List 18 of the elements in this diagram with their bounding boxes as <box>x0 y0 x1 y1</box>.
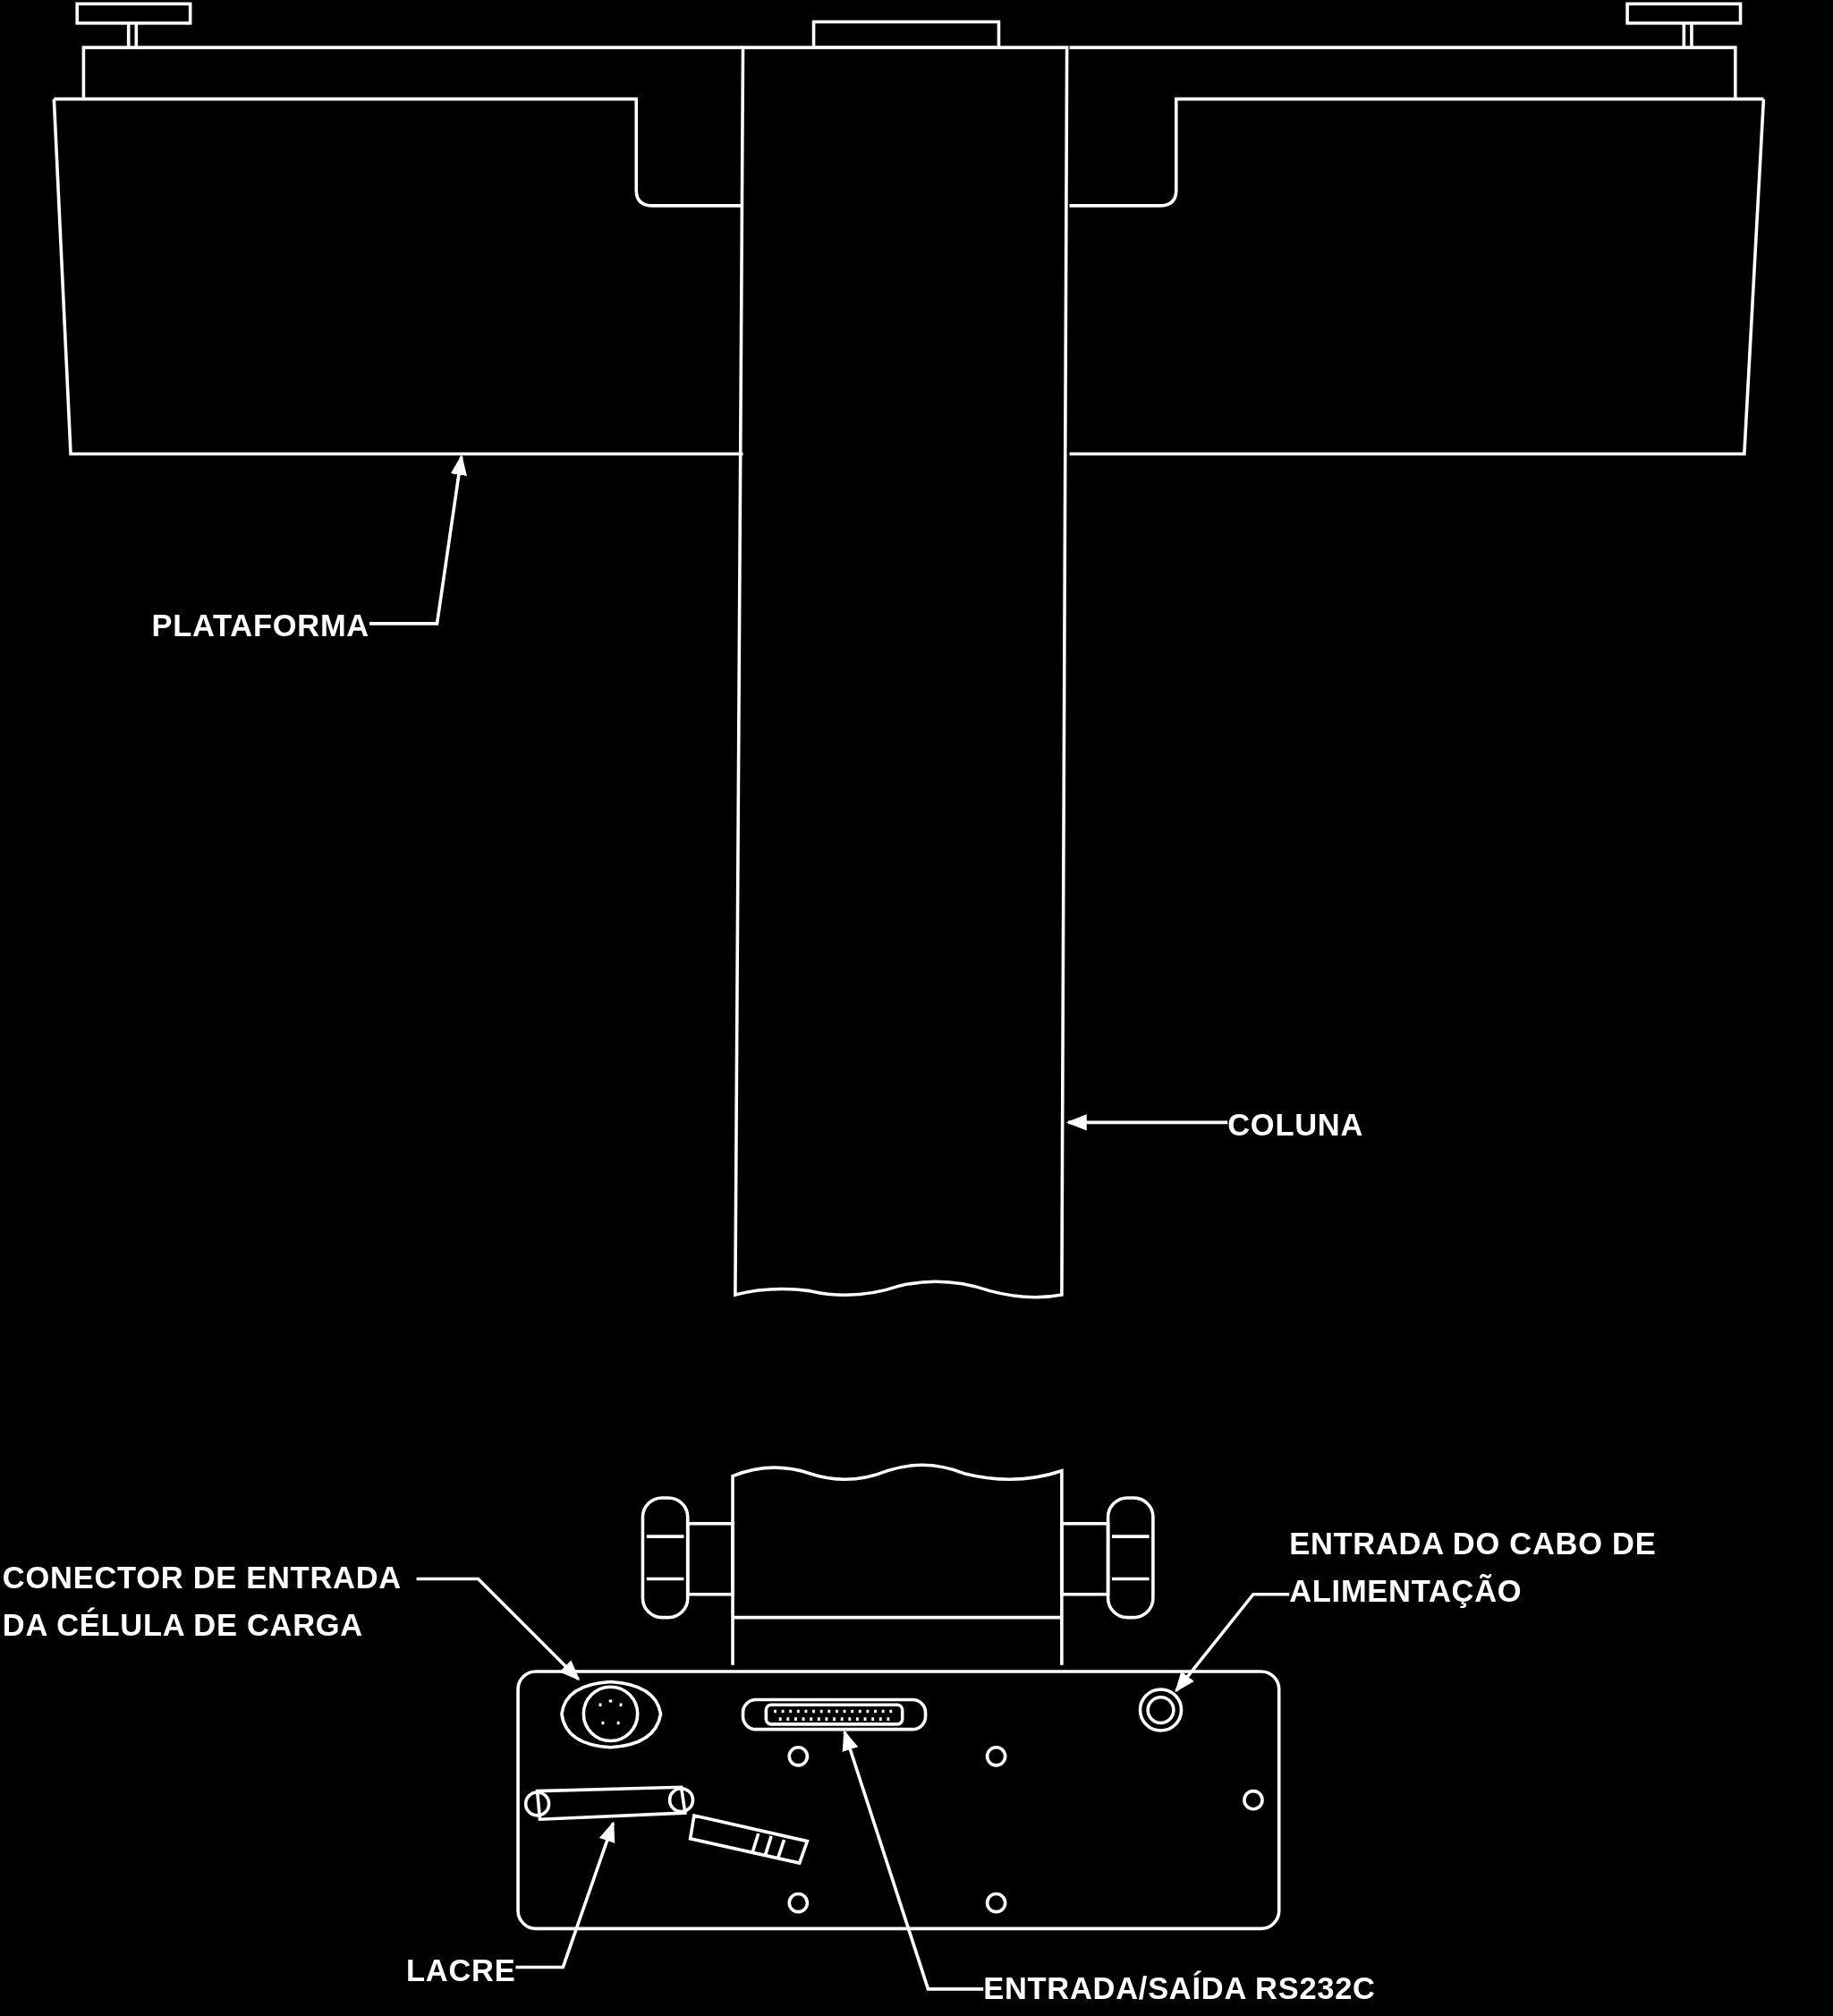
leader-line <box>1065 1114 1228 1131</box>
power-inlet-icon <box>1138 1688 1184 1732</box>
part-label: CONECTOR DE ENTRADA DA CÉLULA DE CARGA <box>2 1552 417 1649</box>
part-label: COLUNA <box>1227 1101 1364 1149</box>
seal-drawing <box>523 1785 810 1866</box>
platform-drawing <box>52 2 1766 455</box>
part-label: ENTRADA/SAÍDA RS232C <box>983 1964 1376 2012</box>
part-label: PLATAFORMA <box>151 601 369 650</box>
leader-line <box>515 1821 615 1969</box>
leader-line <box>369 454 467 625</box>
serial-port-icon <box>741 1697 928 1731</box>
column-drawing <box>734 20 1069 1299</box>
leader-line <box>842 1730 984 1991</box>
load-cell-connector-icon <box>560 1680 663 1749</box>
leader-line <box>1175 1592 1290 1693</box>
leader-line <box>416 1577 581 1681</box>
part-label: ENTRADA DO CABO DE ALIMENTAÇÃO <box>1289 1519 1701 1616</box>
part-label: LACRE <box>406 1946 516 1995</box>
